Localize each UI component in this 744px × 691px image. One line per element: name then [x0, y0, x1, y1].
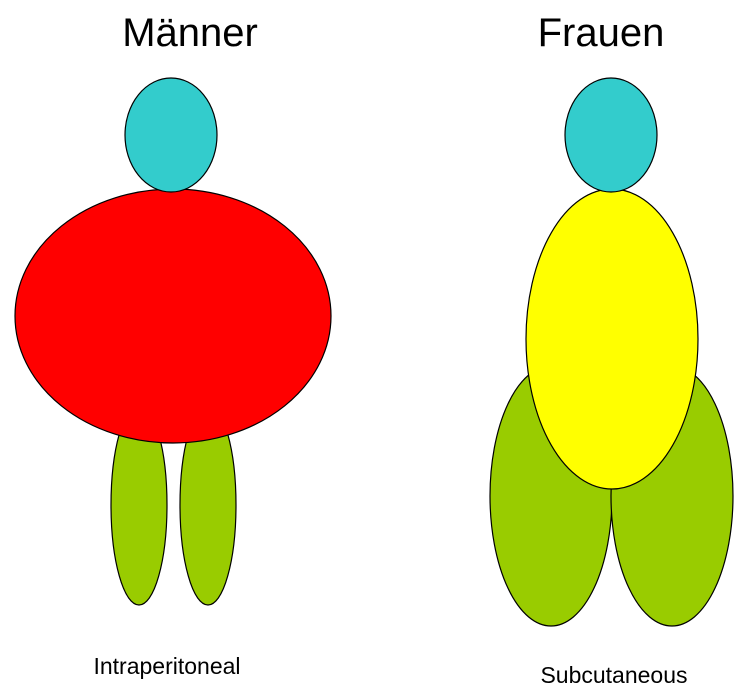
women-figure: Frauen Subcutaneous: [490, 11, 733, 688]
men-head: [125, 78, 217, 192]
women-body: [526, 189, 698, 489]
women-caption: Subcutaneous: [540, 662, 687, 688]
women-head: [565, 78, 657, 192]
men-body: [15, 189, 331, 443]
women-title: Frauen: [538, 11, 665, 55]
men-title: Männer: [122, 11, 258, 55]
men-figure: Männer Intraperitoneal: [15, 11, 331, 679]
men-caption: Intraperitoneal: [93, 653, 240, 679]
